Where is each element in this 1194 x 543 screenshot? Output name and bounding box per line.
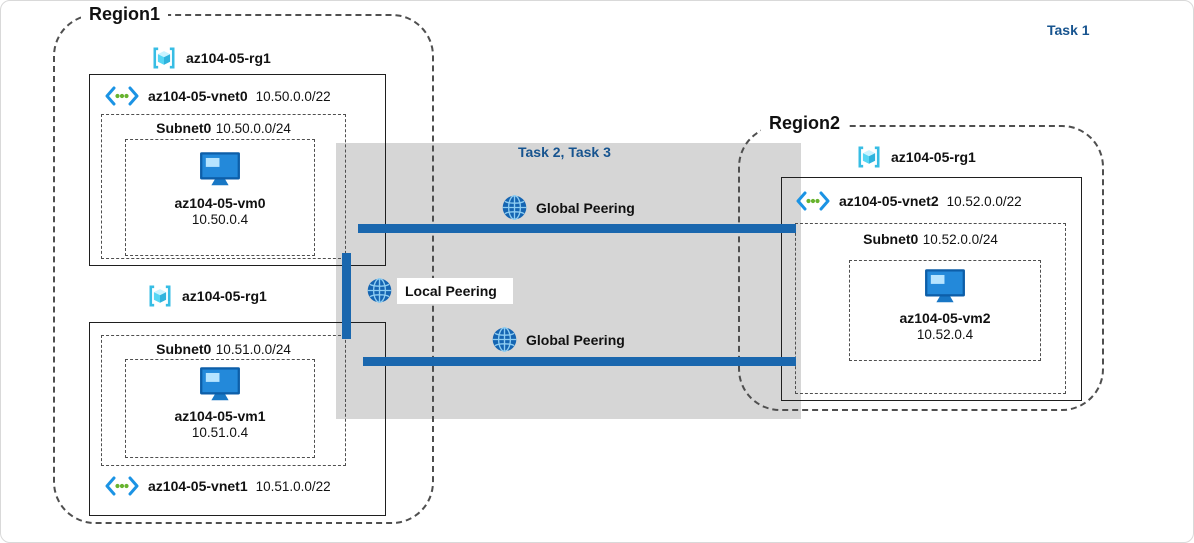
rg2-box (781, 177, 1082, 401)
vnet2-name: az104-05-vnet2 (839, 193, 939, 209)
local-peering-label: Local Peering (397, 277, 513, 304)
subnet0-vnet1-title: Subnet0 10.51.0.0/24 (102, 341, 345, 359)
vm2-name: az104-05-vm2 (899, 310, 991, 326)
vnet1-row: az104-05-vnet1 10.51.0.0/22 (104, 476, 331, 496)
subnet0-vnet2-cidr: 10.52.0.0/24 (922, 232, 998, 247)
subnet0-box-vnet2: Subnet0 10.52.0.0/24 (795, 223, 1066, 394)
virtual-network-icon (104, 86, 140, 106)
vnet0-row: az104-05-vnet0 10.50.0.0/22 (104, 86, 331, 106)
subnet0-vnet1-name: Subnet0 (156, 341, 212, 357)
globe-icon (366, 277, 393, 304)
rg2-header: az104-05-rg1 (855, 143, 976, 171)
subnet0-box-vnet0: Subnet0 10.50.0.0/24 (101, 114, 346, 259)
global-peering-top-label: Global Peering (536, 199, 635, 216)
subnet0-box-vnet1: Subnet0 10.51.0.0/24 (101, 335, 346, 466)
rg1-bottom-box (89, 322, 386, 516)
vm1-ip: 10.51.0.4 (191, 425, 249, 440)
task1-label: Task 1 (1047, 22, 1090, 38)
rg2-name: az104-05-rg1 (891, 149, 976, 165)
subnet0-vnet0-title: Subnet0 10.50.0.0/24 (102, 120, 345, 138)
virtual-machine-icon (199, 151, 241, 187)
region1-boundary (53, 14, 434, 524)
region1-label: Region1 (81, 4, 169, 25)
globe-icon (501, 194, 528, 221)
vm2-ip: 10.52.0.4 (916, 327, 974, 342)
local-peering-label-row: Local Peering (366, 277, 513, 304)
global-peering-bottom-label-row: Global Peering (491, 326, 625, 353)
region2-boundary (738, 125, 1104, 411)
local-peering-line (342, 253, 351, 339)
virtual-machine-icon (199, 366, 241, 402)
vnet1-cidr: 10.51.0.0/22 (255, 478, 331, 494)
resource-group-icon (150, 44, 178, 72)
region2-label: Region2 (761, 113, 849, 134)
rg1-top-box (89, 74, 386, 266)
vnet2-cidr: 10.52.0.0/22 (946, 193, 1022, 209)
virtual-network-icon (795, 191, 831, 211)
resource-group-icon (855, 143, 883, 171)
global-peering-line-bottom (363, 357, 796, 366)
subnet0-vnet1-cidr: 10.51.0.0/24 (215, 342, 291, 357)
global-peering-line-top (358, 224, 796, 233)
vnet0-cidr: 10.50.0.0/22 (255, 88, 331, 104)
vnet2-row: az104-05-vnet2 10.52.0.0/22 (795, 191, 1022, 211)
subnet0-vnet2-name: Subnet0 (863, 231, 919, 247)
resource-group-icon (146, 282, 174, 310)
rg1-top-header: az104-05-rg1 (150, 44, 271, 72)
vnet0-name: az104-05-vnet0 (148, 88, 248, 104)
virtual-machine-icon (924, 268, 966, 304)
virtual-network-icon (104, 476, 140, 496)
global-peering-bottom-label: Global Peering (526, 331, 625, 348)
subnet0-vnet0-name: Subnet0 (156, 120, 212, 136)
subnet0-vnet2-title: Subnet0 10.52.0.0/24 (796, 231, 1065, 249)
rg1-bottom-header: az104-05-rg1 (146, 282, 267, 310)
vm0-ip: 10.50.0.4 (191, 212, 249, 227)
vm0-box: az104-05-vm0 10.50.0.4 (125, 139, 315, 256)
task23-label: Task 2, Task 3 (518, 144, 611, 160)
vm1-box: az104-05-vm1 10.51.0.4 (125, 359, 315, 458)
globe-icon (491, 326, 518, 353)
vm1-name: az104-05-vm1 (174, 408, 266, 424)
vnet1-name: az104-05-vnet1 (148, 478, 248, 494)
vm2-box: az104-05-vm2 10.52.0.4 (849, 260, 1041, 361)
rg1-top-name: az104-05-rg1 (186, 50, 271, 66)
subnet0-vnet0-cidr: 10.50.0.0/24 (215, 121, 291, 136)
global-peering-top-label-row: Global Peering (501, 194, 635, 221)
vm0-name: az104-05-vm0 (174, 195, 266, 211)
rg1-bottom-name: az104-05-rg1 (182, 288, 267, 304)
